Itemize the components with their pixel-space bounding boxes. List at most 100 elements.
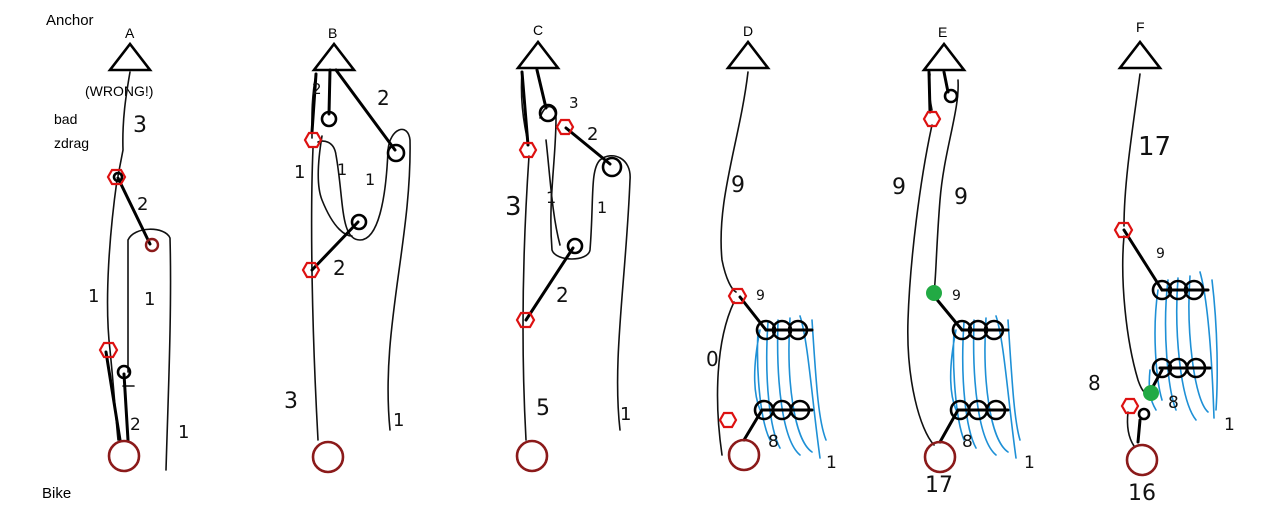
column-b: B 2 2 1 1 1 2 3 1 bbox=[284, 25, 411, 474]
number-f-2: 9 bbox=[1156, 246, 1165, 262]
number-e-6: 1 bbox=[1024, 453, 1035, 473]
pulley-f-u3 bbox=[1183, 279, 1205, 301]
segment-f-upper bbox=[1122, 228, 1164, 292]
segment-e-upper bbox=[932, 294, 964, 332]
segment-b-left bbox=[310, 72, 318, 134]
number-a-4: 1 bbox=[144, 289, 155, 310]
pulley-e-l3 bbox=[985, 399, 1007, 421]
number-b-6: 2 bbox=[333, 256, 346, 280]
number-e-3: 9 bbox=[952, 288, 961, 304]
number-f-1: 17 bbox=[1138, 132, 1171, 162]
segment-e-top-right bbox=[942, 70, 950, 94]
column-f-letter: F bbox=[1136, 19, 1145, 35]
number-e-2: 9 bbox=[954, 185, 968, 210]
number-d-3: 0 bbox=[706, 347, 719, 371]
tackle-wrap-f bbox=[1148, 271, 1218, 421]
number-a-6: 1 bbox=[178, 422, 189, 443]
pulley-f-u2 bbox=[1167, 279, 1189, 301]
bike-b bbox=[311, 440, 345, 474]
number-c-3: 3 bbox=[505, 192, 522, 222]
rope-c-inner bbox=[545, 139, 561, 246]
number-b-5: 1 bbox=[365, 170, 375, 189]
number-f-3: 8 bbox=[1088, 371, 1101, 395]
bike-label: Bike bbox=[42, 485, 71, 502]
number-b-4: 1 bbox=[337, 160, 347, 179]
number-c-5: 1 bbox=[597, 198, 607, 217]
pulley-b-top bbox=[320, 110, 338, 128]
column-c-letter: C bbox=[533, 22, 543, 38]
rope-b-loop bbox=[317, 128, 411, 431]
pulley-a-upper bbox=[144, 237, 160, 253]
number-d-2: 9 bbox=[756, 288, 765, 304]
rope-d-main bbox=[720, 71, 749, 293]
segment-c-lower bbox=[524, 246, 575, 322]
segment-d-upper bbox=[738, 295, 768, 332]
segment-a-upper bbox=[116, 176, 152, 246]
pulley-d-u2 bbox=[771, 319, 793, 341]
pulley-f-l3 bbox=[1185, 357, 1207, 379]
number-c-8: 1 bbox=[620, 404, 631, 425]
number-d-1: 9 bbox=[731, 173, 745, 198]
green-marker-e bbox=[926, 285, 942, 301]
number-a-1: 3 bbox=[133, 113, 147, 138]
bad-label: bad bbox=[54, 111, 77, 127]
number-e-1: 9 bbox=[892, 175, 906, 200]
rope-e-right bbox=[933, 79, 959, 293]
number-f-4: 8 bbox=[1168, 393, 1179, 413]
segment-b-right bbox=[334, 68, 397, 152]
pulley-c-middle bbox=[566, 237, 584, 255]
rope-grab-f-1 bbox=[1113, 221, 1134, 239]
number-c-6: 2 bbox=[556, 283, 569, 307]
rope-grab-e-1 bbox=[922, 110, 942, 128]
tackle-wrap-d bbox=[753, 315, 827, 459]
column-f: F 17 9 8 8 1 16 bbox=[1088, 19, 1235, 506]
wrong-label: (WRONG!) bbox=[85, 83, 153, 99]
rope-b-left bbox=[310, 147, 319, 441]
pulley-e-top bbox=[943, 88, 959, 104]
rope-grab-a-2 bbox=[98, 341, 119, 359]
rope-c-loop bbox=[539, 105, 631, 431]
anchor-f bbox=[1117, 39, 1163, 70]
column-d: D 9 9 0 8 1 bbox=[706, 23, 837, 473]
rope-a-main bbox=[117, 71, 131, 177]
number-d-4: 8 bbox=[768, 432, 779, 452]
rope-grab-a-1 bbox=[106, 168, 127, 186]
rope-b-inner bbox=[317, 135, 353, 237]
number-e-5: 17 bbox=[925, 473, 953, 498]
anchor-d bbox=[725, 39, 771, 70]
rope-grab-c-2 bbox=[555, 118, 575, 136]
segment-b-top bbox=[327, 68, 332, 116]
pulley-e-u3 bbox=[983, 319, 1005, 341]
pulley-c-top bbox=[538, 103, 558, 123]
segment-f-bottom bbox=[1136, 418, 1142, 444]
segment-a-lower-left bbox=[104, 350, 122, 442]
number-a-2: 2 bbox=[137, 194, 148, 215]
rope-grab-c-3 bbox=[515, 311, 536, 329]
anchor-e bbox=[921, 41, 967, 72]
rope-c-left bbox=[522, 155, 530, 441]
column-e: E 9 9 9 8 17 1 bbox=[892, 24, 1035, 498]
number-c-2: 2 bbox=[587, 124, 598, 145]
segment-e-lower bbox=[938, 408, 960, 444]
column-a-letter: A bbox=[125, 25, 135, 41]
pulley-e-u1 bbox=[951, 319, 973, 341]
number-e-4: 8 bbox=[962, 432, 973, 452]
rope-grab-b-2 bbox=[301, 261, 321, 279]
number-b-2: 2 bbox=[377, 86, 390, 110]
anchor-c bbox=[515, 39, 561, 70]
number-a-3: 1 bbox=[88, 286, 99, 307]
anchor-b bbox=[311, 41, 357, 72]
pulley-d-u3 bbox=[787, 319, 809, 341]
pulley-a-lower bbox=[116, 364, 132, 380]
rope-grab-b-1 bbox=[303, 131, 323, 149]
pulley-d-u1 bbox=[755, 319, 777, 341]
number-b-8: 1 bbox=[393, 410, 404, 431]
pulley-b-right bbox=[386, 143, 406, 163]
number-c-4: 1 bbox=[546, 188, 556, 207]
column-e-letter: E bbox=[938, 24, 947, 40]
column-b-letter: B bbox=[328, 25, 337, 41]
rope-f-main bbox=[1123, 73, 1141, 227]
anchor-a bbox=[107, 41, 153, 72]
segment-c-right bbox=[564, 126, 612, 166]
